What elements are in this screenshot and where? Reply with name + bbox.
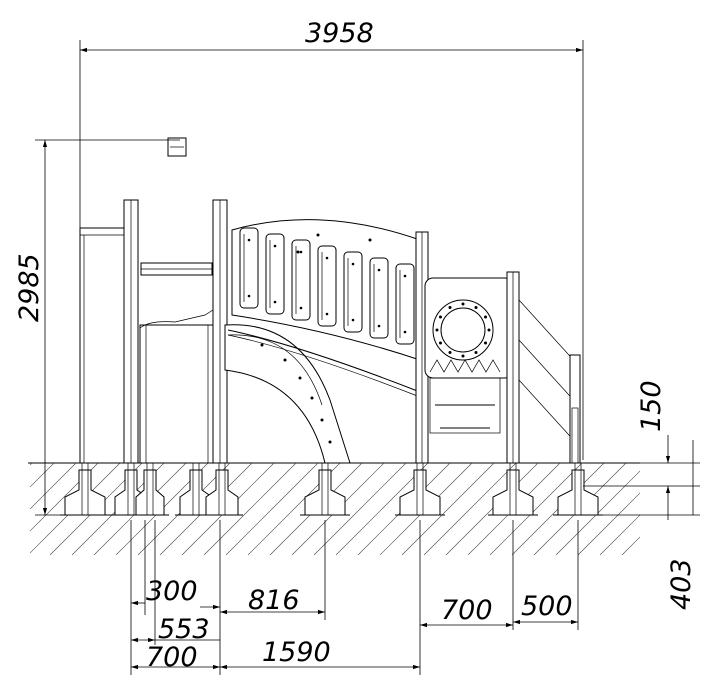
- dim-platform-offset: 150: [636, 380, 667, 432]
- dim-structure-span: 1590: [262, 637, 331, 668]
- tower-door: [139, 324, 214, 464]
- dim-post-gap-700: 700: [146, 642, 198, 673]
- dim-post-gap-553: 553: [158, 614, 210, 645]
- slide: [224, 324, 351, 464]
- entry-arch: [130, 137, 225, 200]
- dim-slide-span: 816: [248, 585, 300, 616]
- dim-post-gap-300: 300: [146, 576, 198, 607]
- dim-overall-width: 3958: [305, 18, 374, 49]
- dim-foundation-depth: 403: [666, 558, 697, 610]
- ramp-rail: [518, 299, 579, 463]
- dim-rear-span-500: 500: [521, 591, 573, 622]
- porthole-panel: [424, 277, 514, 379]
- concrete-footings: [60, 463, 603, 516]
- play-structure: [79, 137, 581, 464]
- bridge-canopy: [231, 219, 421, 361]
- dim-rear-span-700: 700: [441, 595, 493, 626]
- end-post: [569, 354, 581, 464]
- side-panel: [79, 227, 129, 464]
- dim-overall-height: 2985: [14, 253, 45, 322]
- ground-hatching: [28, 462, 640, 555]
- dimension-lines: [35, 40, 700, 675]
